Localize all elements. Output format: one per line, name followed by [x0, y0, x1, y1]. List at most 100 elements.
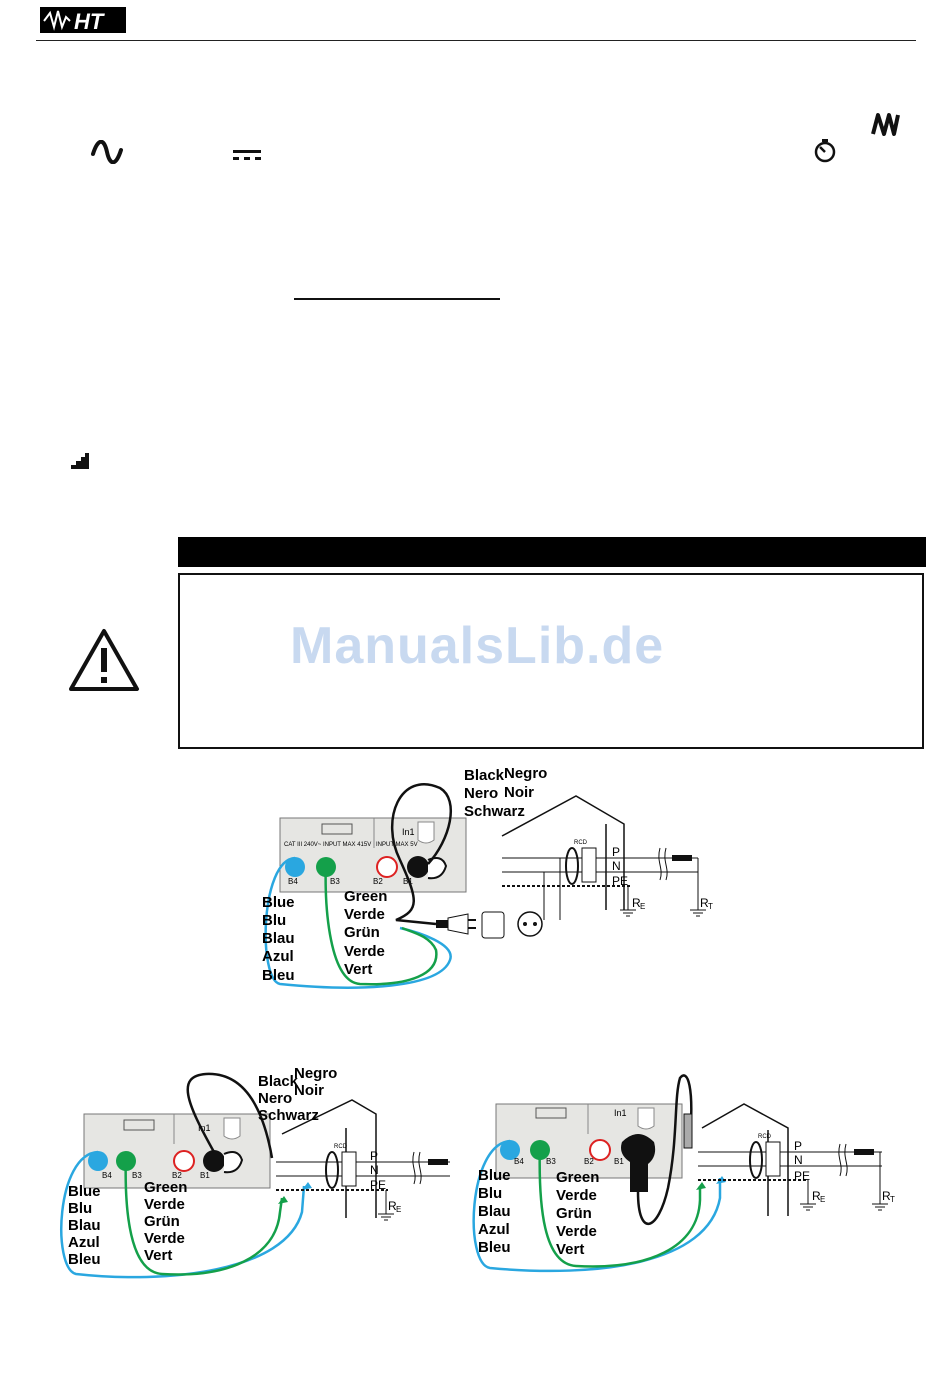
terminal-b1: [203, 1150, 225, 1172]
svg-text:B1: B1: [614, 1157, 624, 1166]
svg-text:Nero: Nero: [258, 1090, 292, 1107]
svg-text:Black: Black: [258, 1073, 299, 1090]
svg-text:Blu: Blu: [262, 912, 286, 929]
terminal-b1: [621, 1134, 656, 1192]
svg-text:Grün: Grün: [344, 924, 380, 941]
svg-text:Bleu: Bleu: [262, 967, 295, 984]
svg-text:B3: B3: [546, 1157, 556, 1166]
svg-text:T: T: [890, 1195, 895, 1204]
connection-diagram-1: CAT III 240V~ INPUT MAX 415V INPUT MAX 5…: [262, 765, 713, 989]
svg-text:Blue: Blue: [68, 1183, 101, 1200]
svg-text:Nero: Nero: [464, 785, 498, 802]
svg-text:B3: B3: [132, 1171, 142, 1180]
svg-text:Verde: Verde: [344, 906, 385, 923]
svg-text:Green: Green: [344, 888, 387, 905]
blue-lead: [264, 856, 452, 989]
svg-text:Bleu: Bleu: [68, 1251, 101, 1268]
svg-text:E: E: [820, 1195, 825, 1204]
svg-text:Bleu: Bleu: [478, 1239, 511, 1256]
ramp-icon: [71, 453, 89, 469]
svg-text:T: T: [708, 902, 713, 911]
svg-text:Grün: Grün: [556, 1205, 592, 1222]
svg-text:In1: In1: [614, 1108, 627, 1118]
svg-text:Blau: Blau: [478, 1203, 511, 1220]
svg-text:Vert: Vert: [556, 1241, 584, 1258]
svg-text:Azul: Azul: [478, 1221, 510, 1238]
green-lead: [324, 857, 438, 986]
svg-text:Verde: Verde: [556, 1223, 597, 1240]
cat-text: CAT III 240V~ INPUT MAX 415V: [284, 842, 371, 848]
svg-text:N: N: [612, 859, 621, 873]
svg-text:Noir: Noir: [504, 784, 534, 801]
svg-text:P: P: [370, 1149, 378, 1163]
black-lead: [390, 783, 453, 926]
svg-text:Green: Green: [556, 1169, 599, 1186]
svg-text:Schwarz: Schwarz: [464, 803, 525, 820]
svg-text:B2: B2: [584, 1157, 594, 1166]
ht-logo: HT: [40, 7, 126, 33]
terminal-b1: [407, 856, 429, 878]
svg-text:B4: B4: [102, 1171, 112, 1180]
svg-text:B2: B2: [172, 1171, 182, 1180]
svg-text:N: N: [794, 1153, 803, 1167]
svg-text:Verde: Verde: [344, 943, 385, 960]
svg-text:E: E: [396, 1205, 401, 1214]
svg-text:PE: PE: [612, 874, 628, 888]
svg-text:Verde: Verde: [556, 1187, 597, 1204]
svg-text:Verde: Verde: [144, 1230, 185, 1247]
svg-text:R: R: [388, 1199, 397, 1213]
svg-text:B4: B4: [514, 1157, 524, 1166]
svg-text:Vert: Vert: [344, 961, 372, 978]
sine-wave-icon: [91, 140, 123, 164]
svg-text:B3: B3: [330, 877, 340, 886]
terminal-b2: [589, 1139, 611, 1161]
svg-text:R: R: [882, 1189, 891, 1203]
input-max-text: INPUT MAX 5V: [376, 842, 418, 848]
svg-text:Verde: Verde: [144, 1196, 185, 1213]
terminal-b4: [500, 1140, 520, 1160]
svg-text:Blau: Blau: [262, 930, 295, 947]
svg-text:Vert: Vert: [144, 1247, 172, 1264]
svg-text:Noir: Noir: [294, 1082, 324, 1099]
svg-text:RCD: RCD: [574, 840, 588, 846]
svg-text:B4: B4: [288, 877, 298, 886]
svg-text:P: P: [794, 1139, 802, 1153]
svg-text:R: R: [700, 896, 709, 910]
section-underline: [294, 298, 500, 300]
svg-text:Azul: Azul: [262, 948, 294, 965]
svg-text:Blue: Blue: [478, 1167, 511, 1184]
watermark: ManualsLib.de: [290, 617, 665, 675]
svg-text:PE: PE: [370, 1178, 386, 1192]
svg-text:R: R: [812, 1189, 821, 1203]
svg-text:PE: PE: [794, 1169, 810, 1183]
svg-text:Negro: Negro: [504, 765, 547, 782]
svg-text:P: P: [612, 845, 620, 859]
terminal-b2: [376, 856, 398, 878]
svg-text:Negro: Negro: [294, 1065, 337, 1082]
terminal-b4: [88, 1151, 108, 1171]
svg-text:Black: Black: [464, 767, 505, 784]
svg-text:E: E: [640, 902, 645, 911]
svg-text:Schwarz: Schwarz: [258, 1107, 319, 1124]
svg-text:Blu: Blu: [68, 1200, 92, 1217]
svg-text:Blue: Blue: [262, 894, 295, 911]
input-label: In1: [402, 827, 415, 837]
svg-text:N: N: [370, 1163, 379, 1177]
warning-box: [178, 573, 924, 749]
svg-text:Blu: Blu: [478, 1185, 502, 1202]
dc-symbol-icon: [233, 150, 261, 160]
square-wave-icon: [871, 113, 900, 136]
svg-text:B1: B1: [200, 1171, 210, 1180]
svg-text:Azul: Azul: [68, 1234, 100, 1251]
warning-header-bar: [178, 537, 926, 567]
svg-text:B2: B2: [373, 877, 383, 886]
svg-text:Grün: Grün: [144, 1213, 180, 1230]
svg-text:RCD: RCD: [758, 1134, 772, 1140]
svg-text:RCD: RCD: [334, 1144, 348, 1150]
terminal-b2: [173, 1150, 195, 1172]
svg-text:R: R: [632, 896, 641, 910]
svg-text:In1: In1: [198, 1123, 211, 1133]
warning-triangle-icon: [69, 629, 139, 691]
